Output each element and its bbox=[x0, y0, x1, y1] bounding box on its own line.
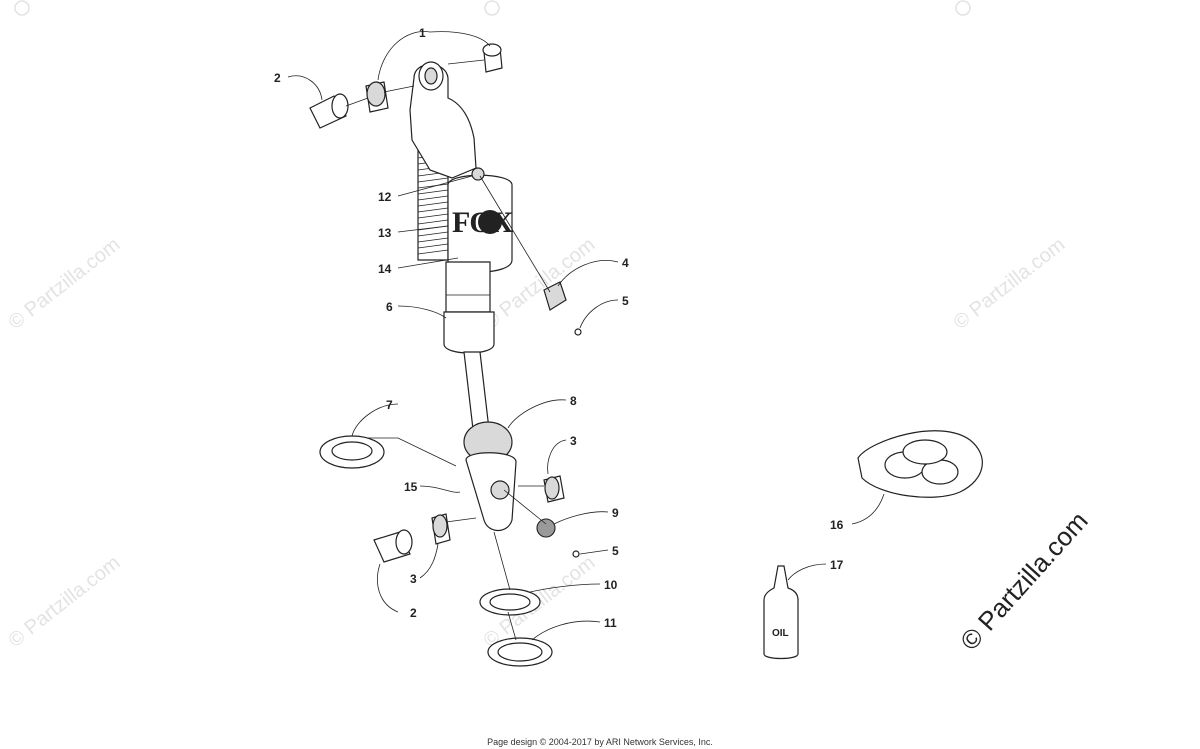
callout-label: 11 bbox=[604, 616, 617, 630]
shock-assembly: FOX bbox=[409, 61, 517, 532]
callout-label: 6 bbox=[386, 300, 393, 314]
callout-label: 1 bbox=[419, 26, 426, 40]
callout-labels: 1 2 12 13 14 4 5 6 7 8 3 15 9 5 3 2 10 1… bbox=[274, 26, 844, 630]
mount-eye-hole bbox=[424, 67, 438, 85]
callout-label: 3 bbox=[410, 572, 417, 586]
callout-label: 9 bbox=[612, 506, 619, 520]
part-11-adjusting-ring bbox=[487, 637, 553, 667]
part-10-lock-ring bbox=[479, 588, 541, 616]
partzilla-watermark: © Partzilla.com bbox=[954, 506, 1094, 656]
fox-logo-mark bbox=[478, 210, 502, 234]
watermark-group: © Partzilla.com © Partzilla.com © Partzi… bbox=[5, 0, 1070, 652]
callout-label: 10 bbox=[604, 578, 618, 592]
part-17-oil-bottle: OIL bbox=[763, 565, 799, 660]
page-footer: Page design © 2004-2017 by ARI Network S… bbox=[487, 737, 713, 747]
callout-label: 4 bbox=[622, 256, 629, 270]
part-16-seal-kit bbox=[857, 430, 983, 498]
shock-main-tube bbox=[445, 261, 491, 313]
part-3-bushing-left bbox=[431, 513, 451, 545]
watermark: © Partzilla.com bbox=[5, 552, 125, 652]
leader-lines bbox=[287, 31, 885, 641]
part-4-adjuster-knob bbox=[543, 281, 567, 311]
callout-label: 5 bbox=[612, 544, 619, 558]
callout-label: 7 bbox=[386, 398, 393, 412]
callout-label: 8 bbox=[570, 394, 577, 408]
part-3-bushing-right bbox=[543, 475, 565, 503]
callout-label: 2 bbox=[410, 606, 417, 620]
callout-label: 5 bbox=[622, 294, 629, 308]
oil-bottle-label: OIL bbox=[772, 628, 789, 639]
part-2-sleeve-bottom bbox=[373, 529, 413, 563]
part-5-screw-bottom bbox=[572, 550, 580, 558]
callout-label: 13 bbox=[378, 226, 392, 240]
callout-label: 2 bbox=[274, 71, 281, 85]
part-1-bushing-left bbox=[365, 81, 389, 113]
callout-label: 3 bbox=[570, 434, 577, 448]
part-5-screw-top bbox=[574, 328, 582, 336]
callout-label: 14 bbox=[378, 262, 392, 276]
part-2-sleeve-top bbox=[309, 93, 349, 129]
clevis-eye bbox=[490, 480, 510, 500]
watermark: © Partzilla.com bbox=[950, 234, 1070, 334]
adjuster-valve bbox=[471, 167, 485, 181]
part-9-rebound-knob bbox=[536, 518, 556, 538]
callout-label: 17 bbox=[830, 558, 844, 572]
part-1-bushing-right bbox=[482, 43, 503, 73]
callout-label: 12 bbox=[378, 190, 392, 204]
part-7-retaining-clip bbox=[319, 435, 385, 469]
shock-bottom-cap bbox=[443, 311, 495, 354]
callout-label: 15 bbox=[404, 480, 418, 494]
callout-label: 16 bbox=[830, 518, 844, 532]
watermark: © Partzilla.com bbox=[5, 234, 125, 334]
